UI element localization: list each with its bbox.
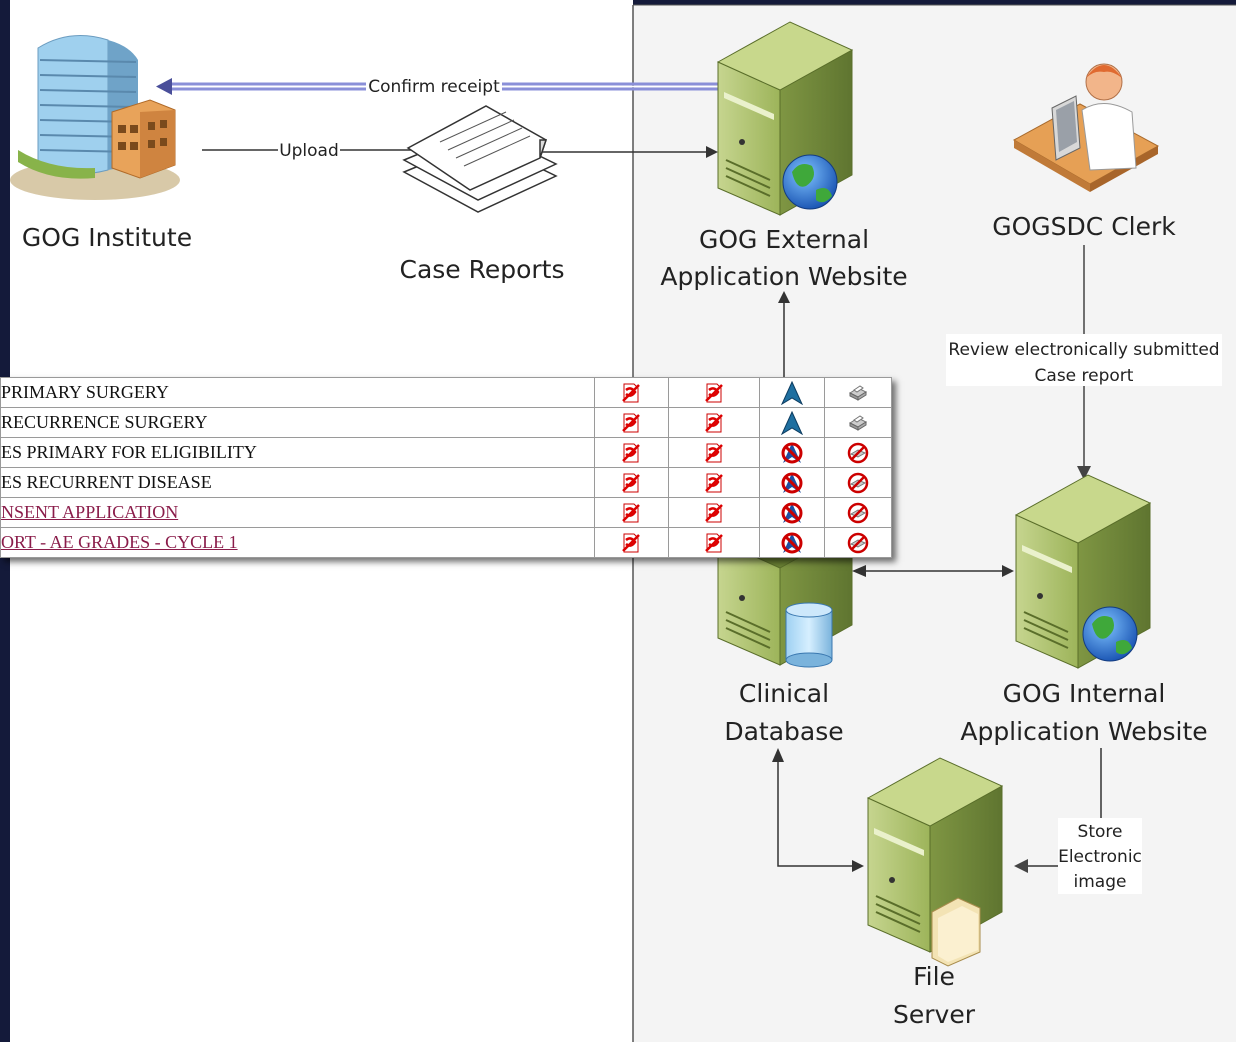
node-file-server-1: File [913,962,955,991]
node-clinical-db-1: Clinical [739,679,829,708]
print-blocked-icon [824,467,892,498]
pdf-blocked-icon [667,407,761,438]
pdf-blocked-icon [593,497,669,528]
form-name-cell: ES RECURRENT DISEASE [0,467,595,498]
clerk-icon [1012,63,1160,192]
label-review-2: Case report [1035,366,1134,386]
node-file-server-2: Server [893,1000,976,1029]
building-icon [10,35,180,200]
pdf-blocked-icon [593,407,669,438]
label-store-1: Store [1078,822,1123,842]
form-link[interactable]: NSENT APPLICATION [1,502,179,522]
pdf-blocked-icon [593,437,669,468]
pdf-blocked-icon [667,497,761,528]
print-icon[interactable] [824,377,892,408]
crf-table: PRIMARY SURGERY RECURRENCE SURGERY ES PRIM… [0,377,892,558]
table-row: ORT - AE GRADES - CYCLE 1 [0,527,892,558]
node-gog-institute: GOG Institute [22,223,192,252]
form-name-cell: RECURRENCE SURGERY [0,407,595,438]
upload-blocked-icon [759,497,826,528]
form-name-cell: ES PRIMARY FOR ELIGIBILITY [0,437,595,468]
node-case-reports: Case Reports [399,255,564,284]
label-review-1: Review electronically submitted [948,340,1219,360]
upload-blocked-icon [759,437,826,468]
pdf-blocked-icon [667,377,761,408]
label-confirm-receipt: Confirm receipt [368,77,500,97]
node-external-site-1: GOG External [699,225,869,254]
print-icon[interactable] [824,407,892,438]
globe-icon [782,154,838,210]
print-blocked-icon [824,437,892,468]
form-link[interactable]: ORT - AE GRADES - CYCLE 1 [1,532,238,552]
node-clerk: GOGSDC Clerk [992,212,1176,241]
form-name: ES RECURRENT DISEASE [1,472,212,492]
label-upload: Upload [279,141,339,161]
edge-review: Review electronically submitted Case rep… [946,245,1222,480]
pdf-blocked-icon [667,467,761,498]
form-name-cell[interactable]: ORT - AE GRADES - CYCLE 1 [0,527,595,558]
pdf-blocked-icon [667,437,761,468]
folder-icon [931,897,981,967]
globe-icon [1082,606,1138,662]
table-row: RECURRENCE SURGERY [0,407,892,438]
node-internal-site-2: Application Website [960,717,1207,746]
table-row: NSENT APPLICATION [0,497,892,528]
pdf-blocked-icon [593,377,669,408]
print-blocked-icon [824,497,892,528]
pdf-blocked-icon [593,527,669,558]
edge-store: Store Electronic image [1014,748,1142,894]
form-name-cell[interactable]: NSENT APPLICATION [0,497,595,528]
form-name: PRIMARY SURGERY [1,382,169,402]
label-store-3: image [1074,872,1127,892]
pdf-blocked-icon [593,467,669,498]
form-name-cell: PRIMARY SURGERY [0,377,595,408]
table-row: PRIMARY SURGERY [0,377,892,408]
upload-blocked-icon [759,467,826,498]
form-name: ES PRIMARY FOR ELIGIBILITY [1,442,257,462]
form-name: RECURRENCE SURGERY [1,412,208,432]
print-blocked-icon [824,527,892,558]
node-internal-site-1: GOG Internal [1003,679,1166,708]
upload-blocked-icon [759,527,826,558]
documents-icon [402,105,558,213]
edge-upload: Upload [202,138,418,162]
table-row: ES PRIMARY FOR ELIGIBILITY [0,437,892,468]
node-clinical-db-2: Database [724,717,843,746]
database-cylinder-icon [785,602,833,668]
upload-icon[interactable] [759,407,826,438]
node-external-site-2: Application Website [660,262,907,291]
upload-icon[interactable] [759,377,826,408]
edge-confirm-receipt: Confirm receipt [156,74,718,98]
edge-db-fileserver [772,748,864,872]
table-row: ES RECURRENT DISEASE [0,467,892,498]
pdf-blocked-icon [667,527,761,558]
label-store-2: Electronic [1058,847,1142,867]
